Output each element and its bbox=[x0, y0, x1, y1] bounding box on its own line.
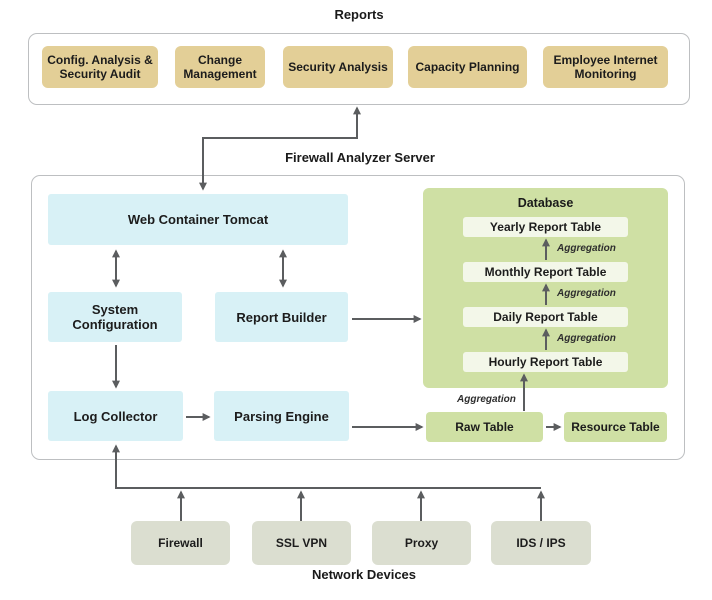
device-box-proxy: Proxy bbox=[372, 521, 471, 565]
daily-report-table-box: Daily Report Table bbox=[463, 307, 628, 327]
hourly-report-table-box: Hourly Report Table bbox=[463, 352, 628, 372]
system-configuration-box: System Configuration bbox=[48, 292, 182, 342]
report-box-security-analysis: Security Analysis bbox=[283, 46, 393, 88]
log-collector-box: Log Collector bbox=[48, 391, 183, 441]
device-box-firewall: Firewall bbox=[131, 521, 230, 565]
report-builder-box: Report Builder bbox=[215, 292, 348, 342]
resource-table-box: Resource Table bbox=[564, 412, 667, 442]
device-box-ids-ips: IDS / IPS bbox=[491, 521, 591, 565]
yearly-report-table-box: Yearly Report Table bbox=[463, 217, 628, 237]
parsing-engine-box: Parsing Engine bbox=[214, 391, 349, 441]
report-box-capacity-planning: Capacity Planning bbox=[408, 46, 527, 88]
report-box-change-management: Change Management bbox=[175, 46, 265, 88]
report-box-employee-internet-monitoring: Employee Internet Monitoring bbox=[543, 46, 668, 88]
server-title: Firewall Analyzer Server bbox=[285, 150, 435, 165]
report-box-config-analysis-security-audit: Config. Analysis & Security Audit bbox=[42, 46, 158, 88]
aggregation-label-monthly: Aggregation bbox=[557, 288, 616, 299]
web-container-tomcat-box: Web Container Tomcat bbox=[48, 194, 348, 245]
raw-table-box: Raw Table bbox=[426, 412, 543, 442]
monthly-report-table-box: Monthly Report Table bbox=[463, 262, 628, 282]
aggregation-label-hourly: Aggregation bbox=[457, 394, 516, 405]
aggregation-label-daily: Aggregation bbox=[557, 333, 616, 344]
aggregation-label-yearly: Aggregation bbox=[557, 243, 616, 254]
reports-title: Reports bbox=[334, 7, 384, 22]
database-title: Database bbox=[517, 196, 574, 210]
device-box-ssl-vpn: SSL VPN bbox=[252, 521, 351, 565]
network-devices-title: Network Devices bbox=[311, 567, 417, 582]
